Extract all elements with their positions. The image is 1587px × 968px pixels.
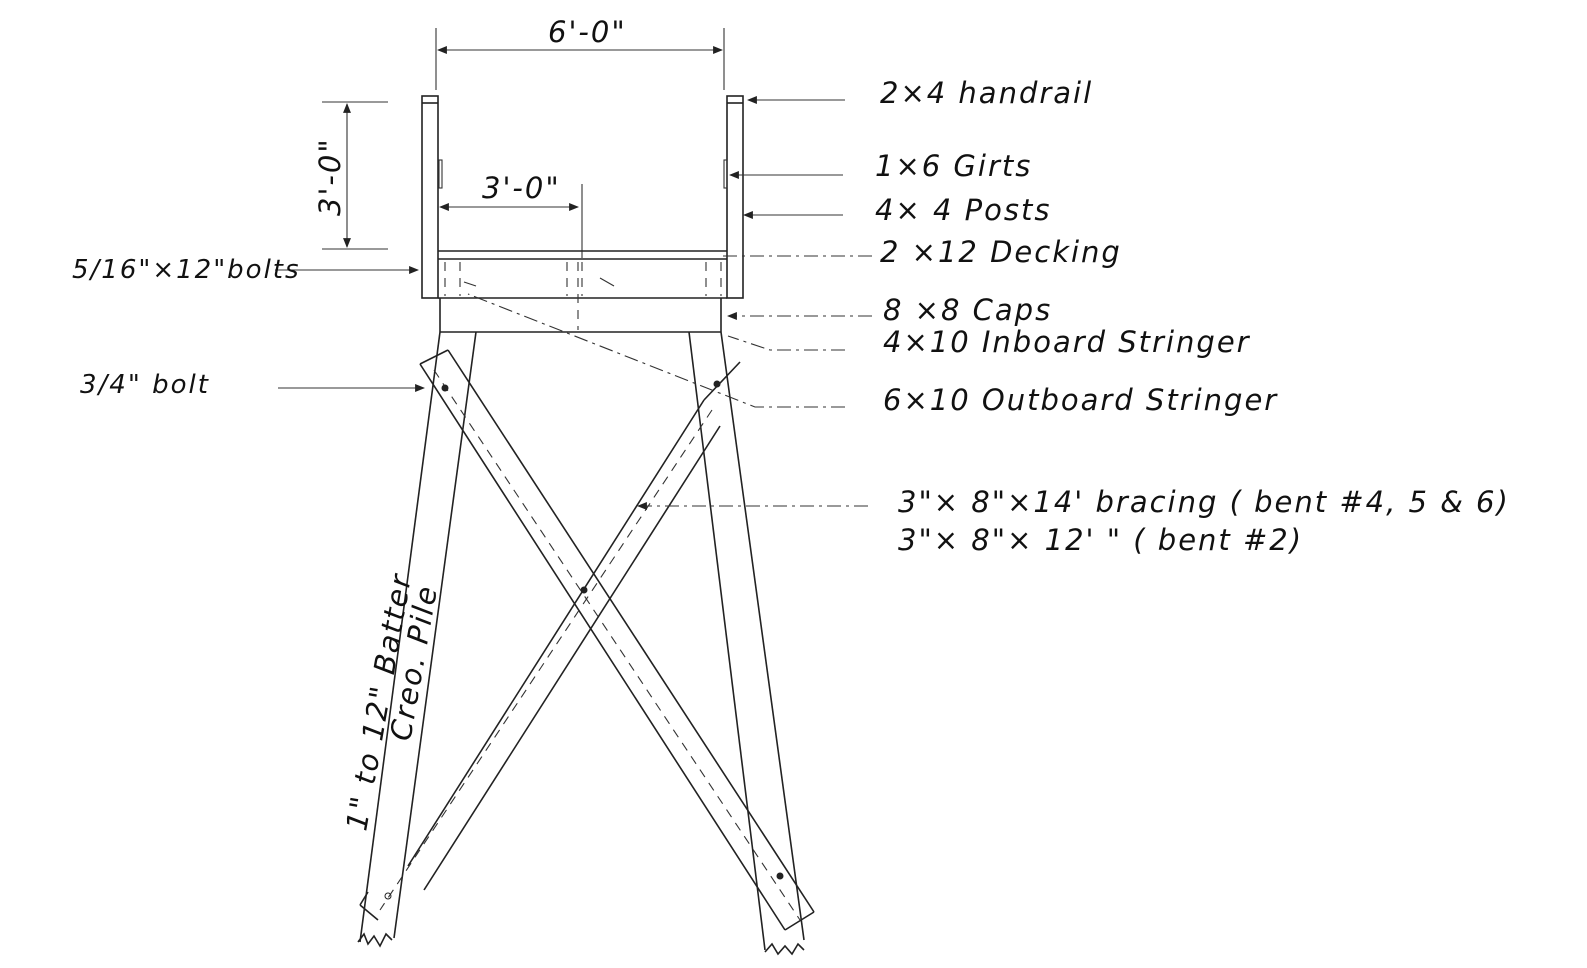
cap-8x8 <box>439 262 722 333</box>
dimension-handrail-height-label: 3'-0" <box>313 137 347 216</box>
bolt-marker <box>776 872 784 880</box>
label-bracing-line2: 3"× 8"× 12' " ( bent #2) <box>898 523 1303 557</box>
dimension-center-offset: 3'-0" <box>439 171 583 258</box>
label-girts: 1×6 Girts <box>875 149 1032 183</box>
bolt-marker <box>384 892 392 900</box>
left-leaders <box>275 266 425 392</box>
pile-right <box>688 331 805 956</box>
handrail-post-left <box>421 95 443 299</box>
handrail-post-right <box>723 95 744 299</box>
bolt-marker <box>441 384 449 392</box>
dimension-handrail-height: 3'-0" <box>313 101 388 250</box>
dimension-overall-width: 6'-0" <box>435 15 725 90</box>
label-caps: 8 ×8 Caps <box>883 293 1052 327</box>
label-inboard-stringer: 4×10 Inboard Stringer <box>883 325 1251 359</box>
stringers <box>438 262 727 299</box>
dimension-center-offset-label: 3'-0" <box>482 171 561 205</box>
label-bolt-34: 3/4" bolt <box>80 370 210 400</box>
dimension-overall-width-label: 6'-0" <box>548 15 627 49</box>
bolt-marker <box>713 380 721 388</box>
label-handrail: 2×4 handrail <box>880 76 1093 110</box>
label-bracing-line1: 3"× 8"×14' bracing ( bent #4, 5 & 6) <box>898 485 1510 519</box>
label-outboard-stringer: 6×10 Outboard Stringer <box>883 383 1278 417</box>
label-posts: 4× 4 Posts <box>875 193 1051 227</box>
brace-bottom-ends <box>359 891 379 921</box>
leaders <box>467 96 872 510</box>
label-decking: 2 ×12 Decking <box>880 235 1122 269</box>
label-bolts-516: 5/16"×12"bolts <box>72 255 301 285</box>
bracing-cross <box>379 361 741 911</box>
decking <box>438 250 727 260</box>
pile-left <box>357 331 477 948</box>
bracing-main <box>419 349 815 931</box>
